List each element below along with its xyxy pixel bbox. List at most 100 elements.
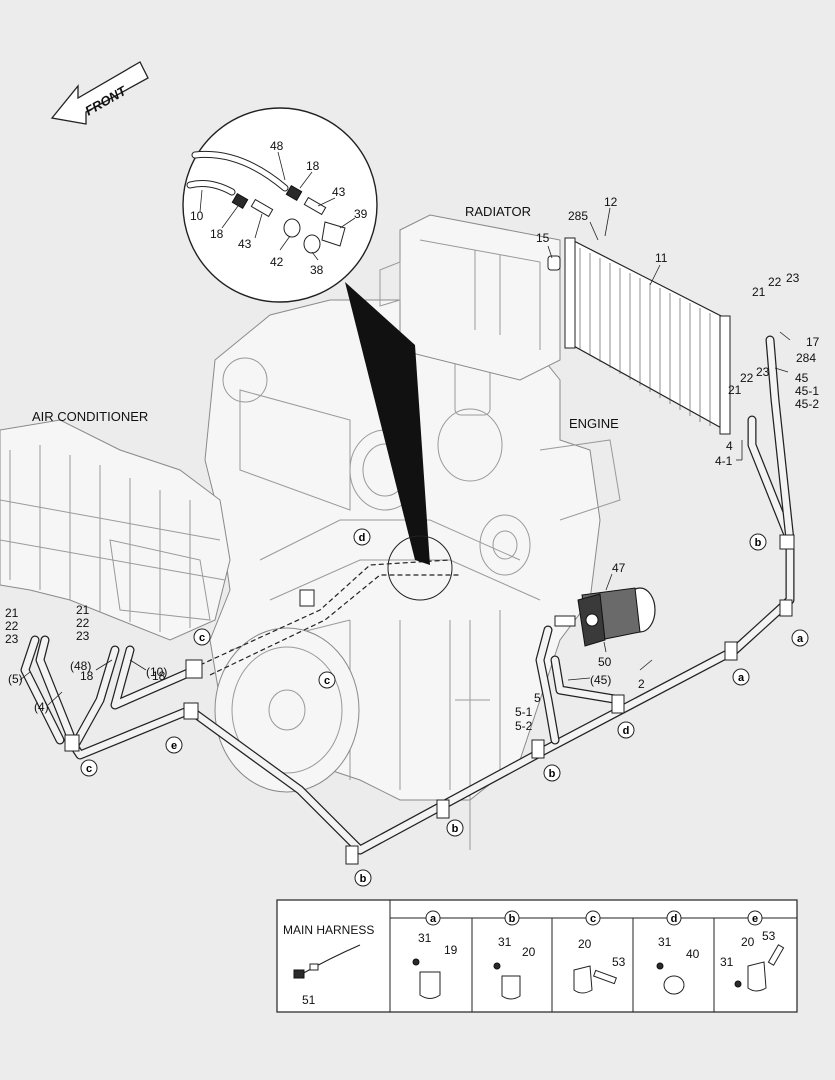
part-label: (48) <box>70 659 91 673</box>
svg-text:e: e <box>171 740 177 752</box>
svg-text:d: d <box>623 725 630 737</box>
legend-tag-b: b <box>504 910 520 926</box>
part-label: 43 <box>332 185 346 199</box>
part-label: 50 <box>598 655 612 669</box>
part-label: 4-1 <box>715 454 733 468</box>
clip-tag-e: e <box>165 736 183 754</box>
part-label: 19 <box>444 943 458 957</box>
clip-tag-c: c <box>80 759 98 777</box>
detail-inset <box>182 107 430 565</box>
svg-text:b: b <box>452 823 459 835</box>
part-label: 22 <box>76 616 90 630</box>
clip-tag-a: a <box>791 629 809 647</box>
part-label: 39 <box>354 207 368 221</box>
svg-text:c: c <box>199 632 205 644</box>
part-label: 5-1 <box>515 705 533 719</box>
part-label: 23 <box>5 632 19 646</box>
part-label: (5) <box>8 672 23 686</box>
hose-clips <box>64 534 795 865</box>
svg-text:d: d <box>359 532 366 544</box>
part-label: 45-1 <box>795 384 819 398</box>
part-label: 51 <box>302 993 316 1007</box>
part-label: 284 <box>796 351 816 365</box>
svg-text:a: a <box>738 672 745 684</box>
front-arrow: FRONT <box>50 61 149 125</box>
svg-text:a: a <box>797 633 804 645</box>
part-label: 43 <box>238 237 252 251</box>
svg-text:b: b <box>360 873 367 885</box>
part-label: 38 <box>310 263 324 277</box>
part-label: 285 <box>568 209 588 223</box>
legend-tag-d: d <box>666 910 682 926</box>
clip-tag-b: b <box>749 533 767 551</box>
part-label: (4) <box>34 700 49 714</box>
part-label: 11 <box>655 251 668 265</box>
part-label: 17 <box>806 335 820 349</box>
clip-tag-c: c <box>193 628 211 646</box>
clip-tag-c: c <box>318 671 336 689</box>
clip-tag-d: d <box>617 721 635 739</box>
part-label: 53 <box>762 929 776 943</box>
part-label: 31 <box>720 955 734 969</box>
svg-text:e: e <box>752 913 758 925</box>
part-label: (45) <box>590 673 611 687</box>
legend-tag-e: e <box>747 910 763 926</box>
part-label: 45 <box>795 371 809 385</box>
part-label: 18 <box>210 227 224 241</box>
part-label: 20 <box>522 945 536 959</box>
part-label: 40 <box>686 947 700 961</box>
part-label: 48 <box>270 139 284 153</box>
part-label: 5-2 <box>515 719 533 733</box>
clip-tag-d: d <box>353 528 371 546</box>
part-labels: 48 18 43 39 10 18 43 42 38 285 12 15 11 … <box>5 139 820 733</box>
svg-text:c: c <box>86 763 92 775</box>
part-label: (10) <box>146 665 167 679</box>
svg-text:d: d <box>671 913 678 925</box>
part-label: 53 <box>612 955 626 969</box>
part-label: 18 <box>80 669 94 683</box>
part-label: 18 <box>306 159 320 173</box>
compressor <box>554 587 656 647</box>
leader-lines <box>19 151 791 706</box>
radiator-label: RADIATOR <box>465 204 531 219</box>
part-label: 10 <box>190 209 204 223</box>
part-label: 5 <box>534 691 541 705</box>
part-label: 22 <box>5 619 19 633</box>
part-label: 21 <box>76 603 90 617</box>
part-label: 20 <box>741 935 755 949</box>
ac-unit-outline <box>0 419 231 641</box>
part-label: 4 <box>726 439 733 453</box>
part-label: 31 <box>658 935 672 949</box>
part-label: 21 <box>5 606 19 620</box>
main-harness-title: MAIN HARNESS <box>283 923 374 937</box>
part-label: 23 <box>786 271 800 285</box>
part-label: 12 <box>604 195 618 209</box>
clip-legend: MAIN HARNESS 51 a b c d e 31 19 31 20 20… <box>276 899 798 1013</box>
part-label: 45-2 <box>795 397 819 411</box>
svg-text:c: c <box>324 675 330 687</box>
part-label: 31 <box>498 935 512 949</box>
part-label: 23 <box>756 365 770 379</box>
part-label: 22 <box>768 275 782 289</box>
legend-tag-c: c <box>585 910 601 926</box>
part-label: 47 <box>612 561 626 575</box>
clip-tag-b: b <box>543 764 561 782</box>
part-label: 15 <box>536 231 550 245</box>
part-label: 31 <box>418 931 432 945</box>
radiator-outline <box>379 214 561 381</box>
clip-tag-b: b <box>446 819 464 837</box>
svg-text:b: b <box>549 768 556 780</box>
air-conditioner-label: AIR CONDITIONER <box>32 409 148 424</box>
legend-tag-a: a <box>425 910 441 926</box>
clip-tags: d c c c e b a a d b b b <box>80 528 809 887</box>
condenser <box>547 237 731 435</box>
part-label: 21 <box>752 285 766 299</box>
part-label: 18 <box>152 669 166 683</box>
svg-text:b: b <box>509 913 516 925</box>
svg-text:c: c <box>590 913 596 925</box>
clip-tag-a: a <box>732 668 750 686</box>
part-label: 42 <box>270 255 284 269</box>
part-label: 20 <box>578 937 592 951</box>
part-label: 21 <box>728 383 742 397</box>
